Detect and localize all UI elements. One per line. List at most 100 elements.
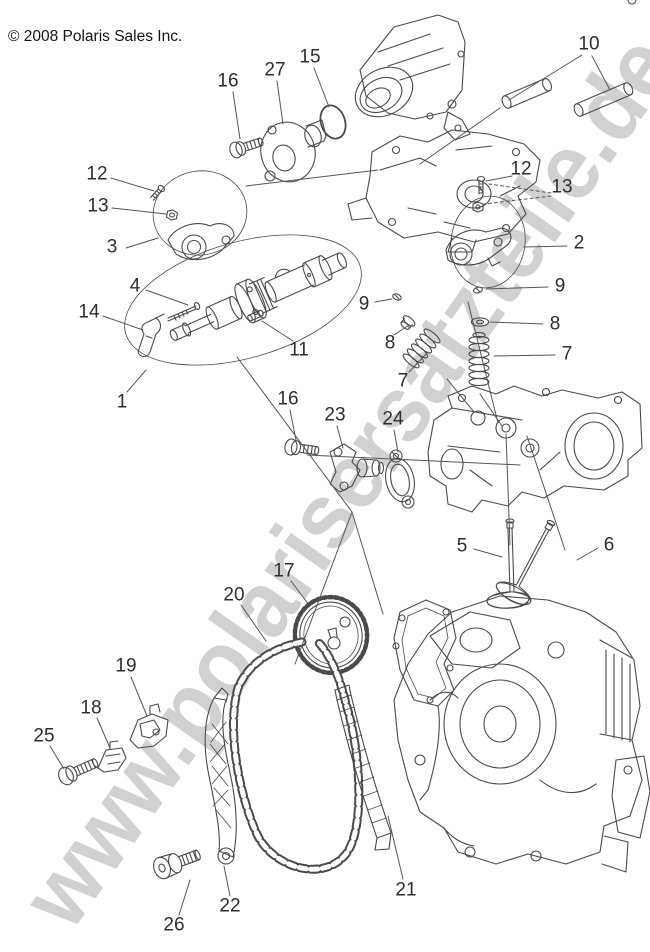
leader-line xyxy=(336,425,344,449)
leader-line xyxy=(102,315,144,331)
callout-6: 6 xyxy=(603,534,615,556)
callout-11: 11 xyxy=(289,339,309,361)
callout-1: 1 xyxy=(116,391,128,413)
callout-7: 7 xyxy=(397,370,409,392)
callout-10: 10 xyxy=(578,33,600,55)
intake-valve-drawing xyxy=(486,518,531,609)
rocker-arm-exhaust-drawing xyxy=(149,170,248,261)
callout-7: 7 xyxy=(561,343,573,365)
dowel-pins-drawing xyxy=(501,78,634,117)
leader-line xyxy=(130,676,148,717)
exhaust-valve-drawing xyxy=(495,519,556,606)
leader-line xyxy=(508,54,583,101)
callout-13: 13 xyxy=(87,195,109,217)
leader-line xyxy=(374,298,393,303)
callout-13: 13 xyxy=(551,176,573,198)
leader-line xyxy=(232,91,241,140)
leader-line xyxy=(393,429,399,453)
leader-line xyxy=(493,354,556,357)
callout-23: 23 xyxy=(324,404,346,426)
leader-line xyxy=(489,321,544,325)
leader-line xyxy=(306,454,521,466)
leader-line xyxy=(261,320,294,342)
cylinder-head-drawing xyxy=(427,385,643,513)
callout-25: 25 xyxy=(33,725,55,747)
callout-14: 14 xyxy=(78,301,100,323)
leader-line xyxy=(111,207,167,215)
leader-line xyxy=(479,393,503,427)
callout-16: 16 xyxy=(277,388,299,410)
cam-chain-drawing xyxy=(229,637,364,874)
leader-line xyxy=(290,580,310,606)
leader-line xyxy=(591,55,611,91)
callout-12: 12 xyxy=(510,158,532,180)
callout-24: 24 xyxy=(382,408,404,430)
callout-18: 18 xyxy=(80,697,102,719)
callout-5: 5 xyxy=(456,535,468,557)
leader-line xyxy=(276,80,284,125)
chain-guide-drawing xyxy=(334,684,392,851)
leader-line xyxy=(125,237,159,249)
guide-bracket-drawing xyxy=(97,703,169,773)
leader-line xyxy=(240,604,267,642)
callout-16: 16 xyxy=(217,70,239,92)
callout-15: 15 xyxy=(299,46,321,68)
callout-20: 20 xyxy=(223,584,245,606)
camshaft-assembly-drawing xyxy=(124,234,362,366)
callout-8: 8 xyxy=(384,332,396,354)
leader-line xyxy=(526,435,566,551)
callout-9: 9 xyxy=(554,275,566,297)
leader-line xyxy=(223,865,231,897)
callout-27: 27 xyxy=(264,59,286,81)
watermark-text: www.polarisersatzteile.de xyxy=(1,17,650,946)
callout-4: 4 xyxy=(129,275,141,297)
leader-line xyxy=(488,183,552,194)
chain-tensioner-drawing xyxy=(284,438,415,509)
tensioner-blade-drawing xyxy=(204,687,237,865)
copyright-text: © 2008 Polaris Sales Inc. xyxy=(8,28,183,45)
cover-gasket-drawing xyxy=(392,599,457,801)
leader-line xyxy=(49,745,65,770)
flange-bolt-bottom-drawing xyxy=(58,758,99,786)
valve-spring-parts-drawing xyxy=(392,286,490,387)
callout-9: 9 xyxy=(358,293,370,315)
leader-line xyxy=(408,352,428,373)
valve-cover-drawing xyxy=(354,14,471,141)
leader-line xyxy=(446,378,475,413)
leader-line xyxy=(313,67,330,108)
leader-line xyxy=(467,301,499,424)
leader-line xyxy=(289,409,297,441)
leader-line xyxy=(387,815,404,880)
leader-line xyxy=(294,511,353,665)
callout-8: 8 xyxy=(549,313,561,335)
socket-bolt-drawing xyxy=(153,849,201,880)
cam-flange-drawing xyxy=(260,119,327,183)
leader-lines xyxy=(49,54,611,916)
crankcase-drawing xyxy=(393,0,650,873)
callout-19: 19 xyxy=(115,655,137,677)
leader-line xyxy=(483,195,552,205)
leader-line xyxy=(126,369,147,393)
leader-line xyxy=(523,245,568,248)
leader-line xyxy=(473,548,503,558)
leader-line xyxy=(110,177,155,192)
leader-line xyxy=(178,879,191,916)
leader-line xyxy=(393,324,410,336)
callout-26: 26 xyxy=(163,914,185,936)
leader-line xyxy=(419,107,501,165)
callout-17: 17 xyxy=(273,560,295,582)
callout-3: 3 xyxy=(106,236,118,258)
leader-line xyxy=(485,175,513,182)
leader-line xyxy=(485,286,549,290)
callout-12: 12 xyxy=(86,163,108,185)
callout-21: 21 xyxy=(395,879,417,901)
leader-line xyxy=(351,511,384,615)
callout-22: 22 xyxy=(219,895,241,917)
callout-2: 2 xyxy=(573,232,585,254)
o-ring-drawing xyxy=(319,104,347,140)
leader-line xyxy=(145,289,189,306)
flange-bolt-top-drawing xyxy=(229,137,264,159)
leader-line xyxy=(96,717,111,749)
